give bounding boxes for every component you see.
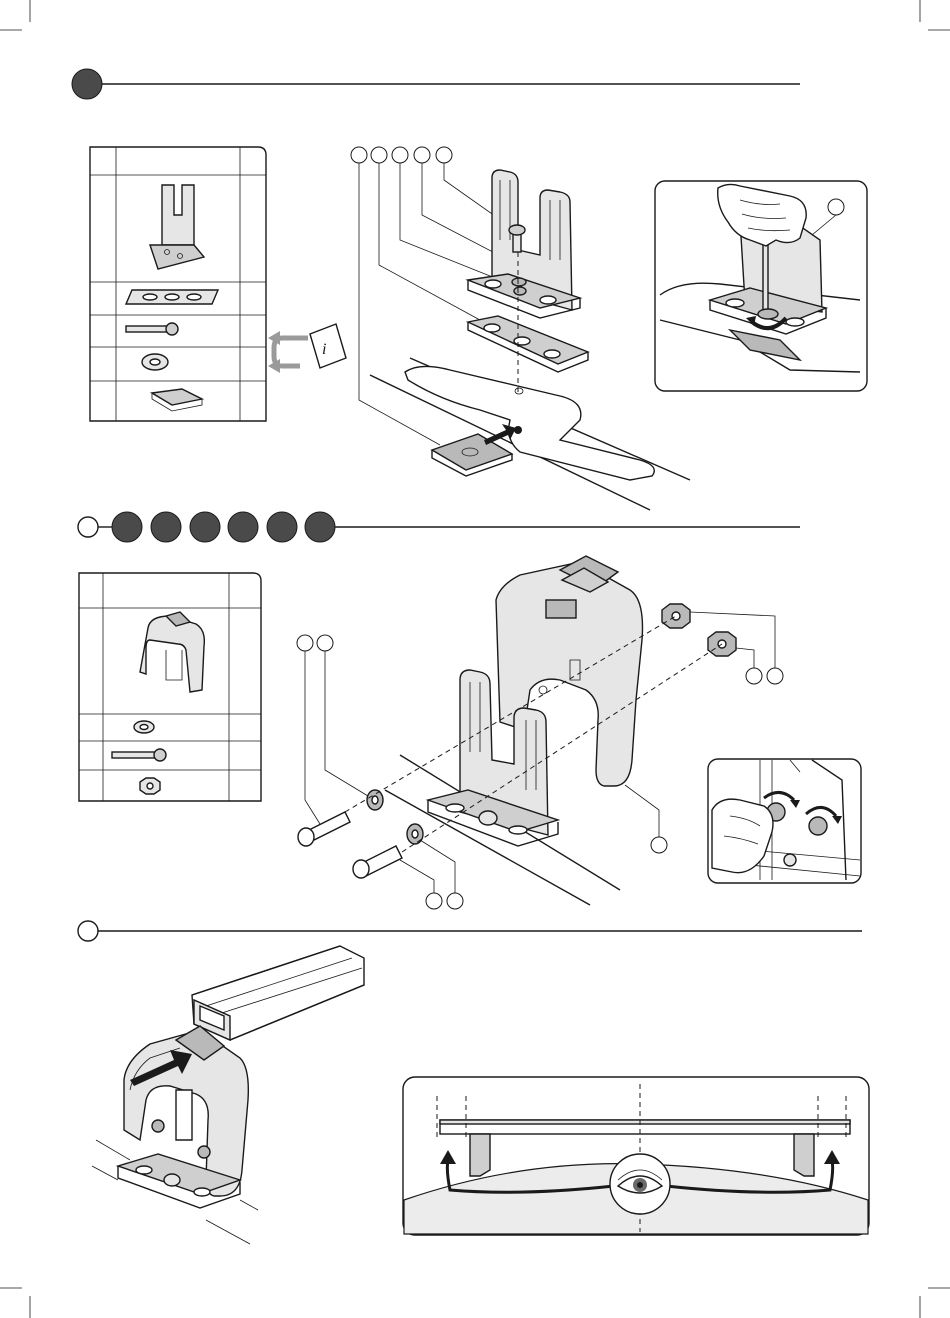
step-badge [78,921,98,941]
step-badge [305,512,335,542]
step-badge [151,512,181,542]
detail-inset-alignment-check [403,1077,869,1235]
parts-table-2 [79,573,261,801]
callout-circles [351,147,452,163]
step-badge [112,512,142,542]
svg-text:i: i [322,341,326,358]
section-3-header [78,921,862,941]
step-badge [228,512,258,542]
parts-table-1 [90,147,266,421]
detail-inset-tighten-nuts [708,759,861,883]
spacer-plate-icon [126,290,218,304]
washer-icon [134,721,154,733]
detail-inset-tighten-screw [655,181,867,391]
step-badge [78,517,98,537]
step-badge [72,69,102,99]
section-1-header [72,69,800,99]
info-booklet-icon: i [310,324,346,368]
nut-upper [662,604,690,628]
bolt-lower [353,846,402,878]
washer-icon [142,354,168,370]
step-badge [267,512,297,542]
exploded-view-1 [351,147,690,510]
bolt-upper [298,812,350,846]
nut-icon [140,778,160,794]
section-2-header [78,512,800,542]
eye-icon [610,1154,670,1214]
step-badge [190,512,220,542]
swap-arrows [268,331,308,373]
roof-bar-assembly [92,946,364,1244]
